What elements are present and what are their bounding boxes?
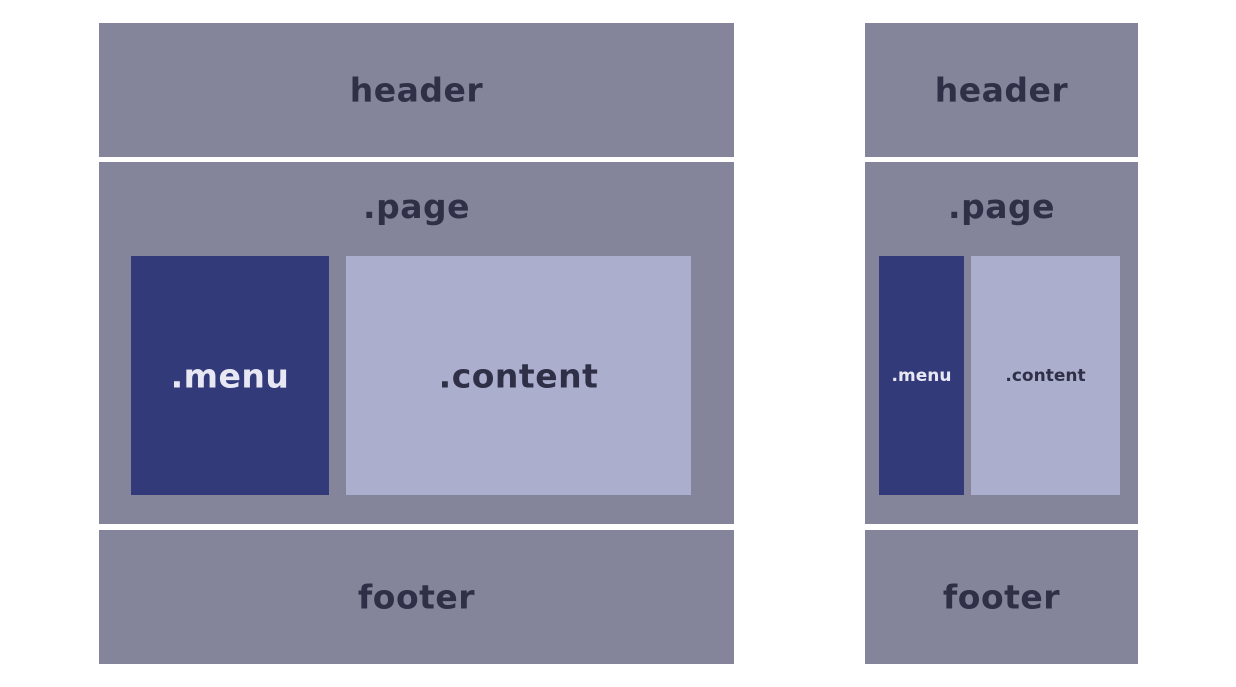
wide-header-label: header xyxy=(349,70,484,110)
wide-menu: .menu xyxy=(131,256,329,495)
narrow-footer: footer xyxy=(865,530,1138,664)
narrow-content-label: .content xyxy=(1005,365,1086,386)
narrow-page-label: .page xyxy=(948,187,1055,226)
wide-page: .page .menu .content xyxy=(99,162,734,524)
narrow-menu: .menu xyxy=(879,256,964,495)
narrow-page: .page .menu .content xyxy=(865,162,1138,524)
wide-footer: footer xyxy=(99,530,734,664)
narrow-content: .content xyxy=(971,256,1120,495)
wide-footer-label: footer xyxy=(357,577,476,617)
wide-content-label: .content xyxy=(438,356,599,395)
narrow-menu-label: .menu xyxy=(891,365,952,386)
narrow-header: header xyxy=(865,23,1138,157)
narrow-footer-label: footer xyxy=(942,577,1061,617)
wide-header: header xyxy=(99,23,734,157)
wide-menu-label: .menu xyxy=(170,356,290,395)
wide-page-label: .page xyxy=(363,187,470,226)
narrow-header-label: header xyxy=(934,70,1069,110)
wide-content: .content xyxy=(346,256,691,495)
